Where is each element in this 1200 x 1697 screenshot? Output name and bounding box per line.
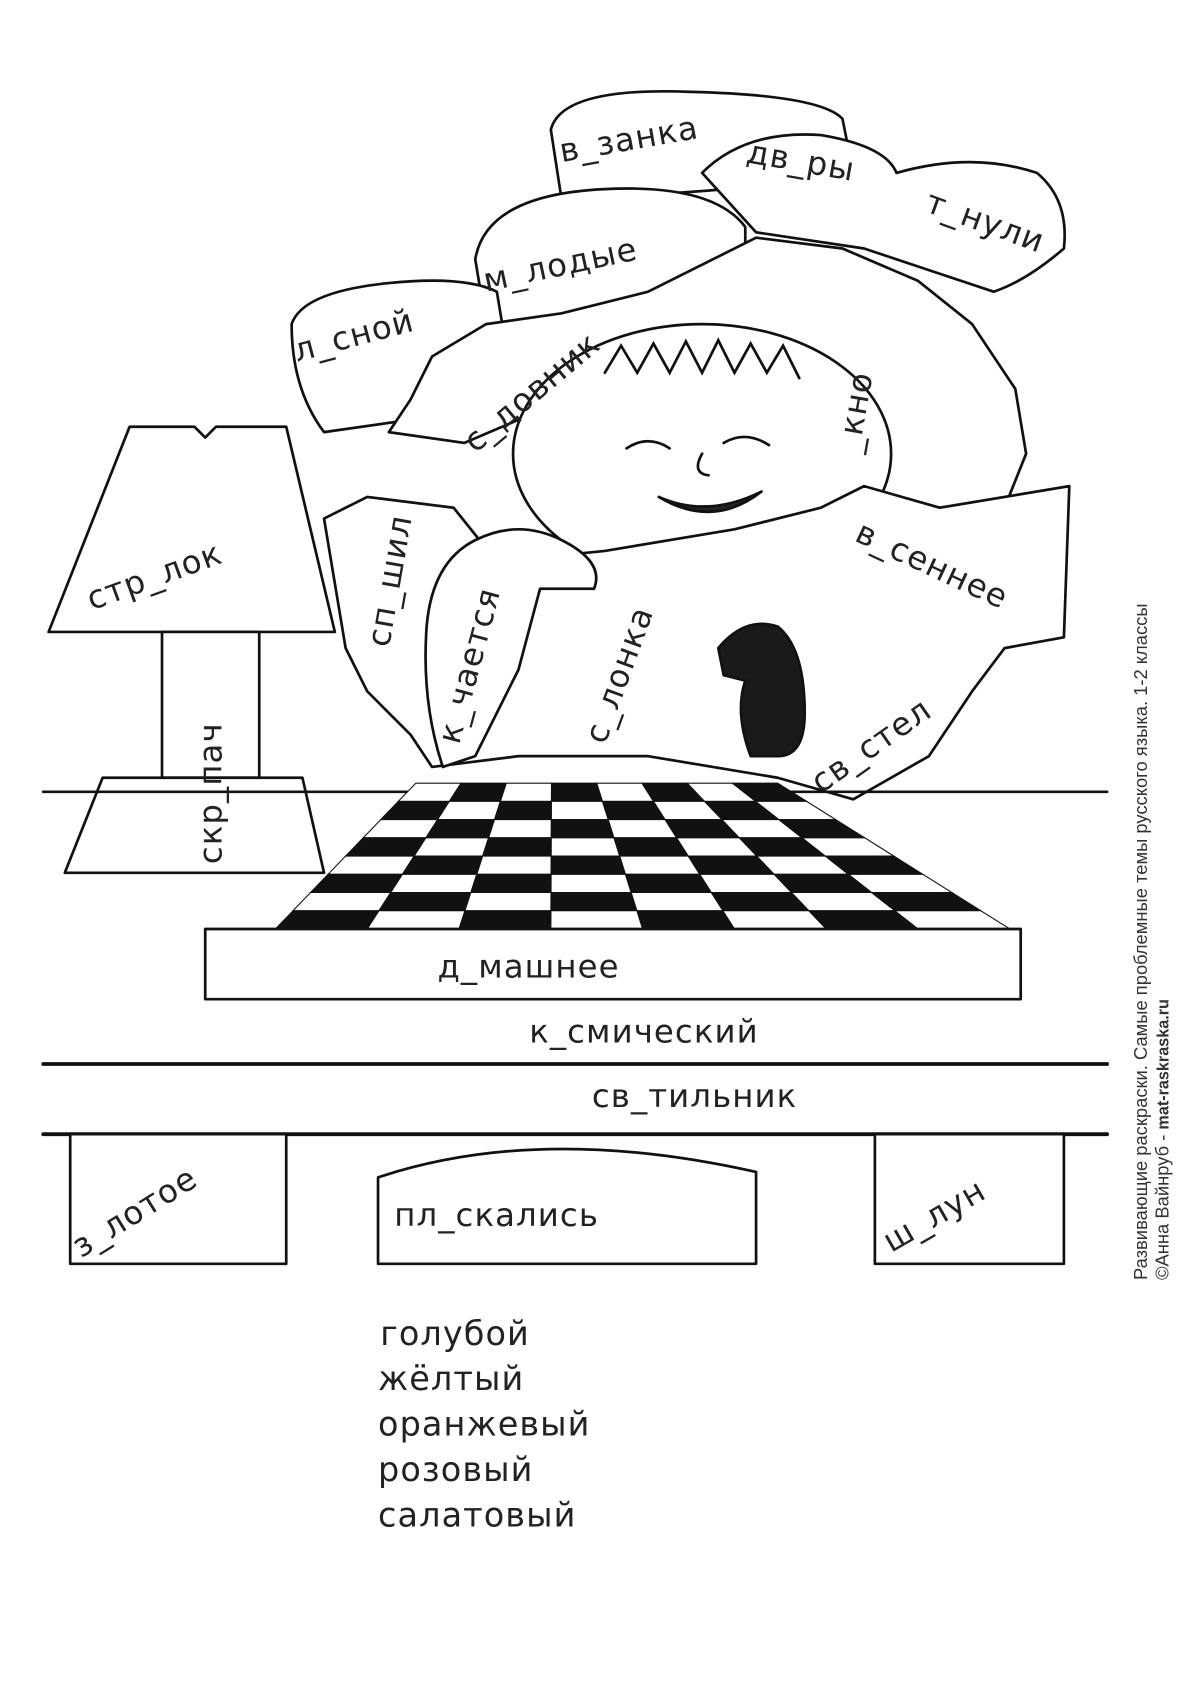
board-square — [550, 910, 644, 930]
board-square — [413, 837, 490, 857]
board-square — [401, 855, 484, 875]
board-square — [550, 855, 627, 875]
lamp-shade — [47, 425, 337, 634]
board-square — [618, 855, 701, 875]
copyright-caption: Развивающие раскраски. Самые проблемные … — [1130, 603, 1173, 1280]
book — [376, 1147, 758, 1266]
color-item: оранжевый — [378, 1405, 590, 1444]
board-square — [458, 910, 552, 930]
board-square — [550, 873, 632, 894]
board-square — [470, 873, 552, 894]
board-square — [624, 873, 713, 894]
nose — [696, 452, 710, 477]
board-square — [366, 910, 466, 930]
color-list: голубой жёлтый оранжевый розовый салатов… — [378, 1314, 590, 1534]
board-square — [550, 837, 621, 857]
lamp — [47, 425, 337, 875]
board-square — [499, 782, 553, 802]
eye-left — [625, 439, 672, 450]
board-square — [481, 837, 552, 857]
board-square — [344, 837, 427, 857]
color-item: розовый — [378, 1450, 533, 1489]
box-right — [873, 1132, 1066, 1266]
color-item: салатовый — [378, 1495, 576, 1534]
label-dmashnee: д_машнее — [437, 948, 619, 986]
color-item: голубой — [380, 1314, 530, 1353]
board-square — [550, 891, 638, 912]
board-square — [613, 837, 690, 857]
board-square — [464, 891, 552, 912]
board-square — [636, 910, 736, 930]
board-square — [361, 819, 439, 839]
boy — [322, 236, 1071, 801]
board-square — [291, 891, 392, 912]
caption-site: mat-raskraska.ru — [1155, 999, 1173, 1129]
board-square — [550, 782, 604, 802]
board-square — [274, 910, 380, 930]
board-square — [630, 891, 724, 912]
board-square — [487, 819, 552, 839]
board-square — [389, 873, 478, 894]
board-side — [203, 927, 1023, 1001]
chess-knight — [716, 622, 807, 758]
board-square — [309, 873, 404, 894]
board-square — [424, 819, 496, 839]
chessboard — [274, 782, 1012, 930]
hat-piece-right — [700, 133, 1066, 294]
hair-fringe — [603, 337, 801, 380]
mouth — [657, 490, 763, 514]
board-square — [550, 800, 609, 821]
box-left — [68, 1132, 288, 1266]
label-skrpach: скр_пач — [191, 722, 229, 864]
label-ksmicheskiy: к_смический — [529, 1012, 758, 1050]
caption-line1: Развивающие раскраски. Самые проблемные … — [1130, 603, 1151, 1280]
label-svtilnik: св_тильник — [592, 1077, 797, 1115]
board-square — [326, 855, 416, 875]
caption-line2: ©Анна Вайнруб - mat-raskraska.ru — [1152, 999, 1173, 1280]
label-plskalis: пл_скались — [394, 1196, 599, 1234]
color-item: жёлтый — [378, 1359, 524, 1398]
board-square — [493, 800, 552, 821]
hand — [424, 527, 598, 769]
board-square — [436, 800, 502, 821]
caption-author: ©Анна Вайнруб - — [1152, 1130, 1173, 1280]
lamp-base — [63, 776, 326, 875]
board-square — [377, 891, 472, 912]
board-square — [550, 819, 615, 839]
board-square — [476, 855, 552, 875]
eye-right — [722, 435, 771, 447]
